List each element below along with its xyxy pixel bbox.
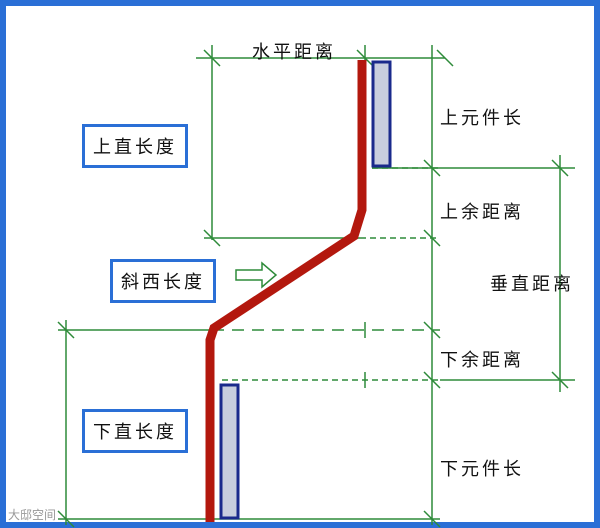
vertical-distance-label: 垂直距离 <box>490 274 574 295</box>
lower-remaining-distance-label: 下余距离 <box>440 350 524 371</box>
oblique-arrow <box>235 261 278 289</box>
upper-component <box>371 60 392 168</box>
watermark: 大邸空间 <box>8 508 57 522</box>
upper-component-length-label: 上元件长 <box>440 108 524 129</box>
upper-straight-length-label: 上直长度 <box>82 124 188 168</box>
upper-remaining-distance-label: 上余距离 <box>440 202 524 223</box>
dimension-lines <box>58 45 575 525</box>
bent-pipe <box>205 60 367 522</box>
lower-component <box>219 383 240 520</box>
horizontal-distance-label: 水平距离 <box>252 42 336 63</box>
oblique-length-label: 斜西长度 <box>110 259 216 303</box>
tick-marks <box>57 49 569 528</box>
lower-component-length-label: 下元件长 <box>440 459 524 480</box>
lower-straight-length-label: 下直长度 <box>82 409 188 453</box>
